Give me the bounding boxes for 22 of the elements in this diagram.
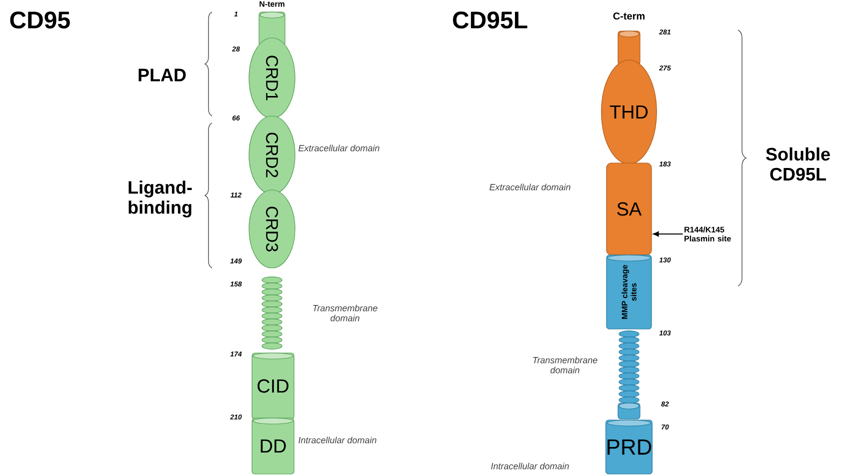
region-label: Extracellular domain	[298, 144, 380, 152]
arrow	[653, 231, 684, 237]
domain-cylinder: CID	[252, 352, 294, 420]
heading: CD95L	[452, 12, 528, 28]
terminus-label: C-term	[613, 12, 644, 20]
helix-drawing	[618, 330, 640, 404]
helix-drawing	[262, 276, 282, 350]
region-label: Intracellular domain	[491, 462, 569, 470]
site-label: R144/K145 Plasmin site	[684, 226, 731, 242]
heading: CD95	[10, 12, 70, 28]
cylinder-segment	[618, 30, 640, 66]
region-label: Extracellular domain	[490, 184, 570, 190]
region-label: Transmembrane domain	[313, 304, 378, 322]
heading: Soluble CD95L	[766, 147, 830, 181]
domain-cylinder: PRD	[605, 420, 653, 474]
domain-cylinder: MMP cleavage sites	[606, 254, 652, 330]
region-label: Intracellular domain	[298, 436, 376, 444]
heading: Ligand- binding	[128, 180, 192, 218]
region-label: Transmembrane domain	[533, 356, 598, 374]
domain-cylinder: DD	[252, 418, 294, 474]
heading: PLAD	[138, 68, 186, 82]
domain-block: SA	[606, 162, 652, 256]
